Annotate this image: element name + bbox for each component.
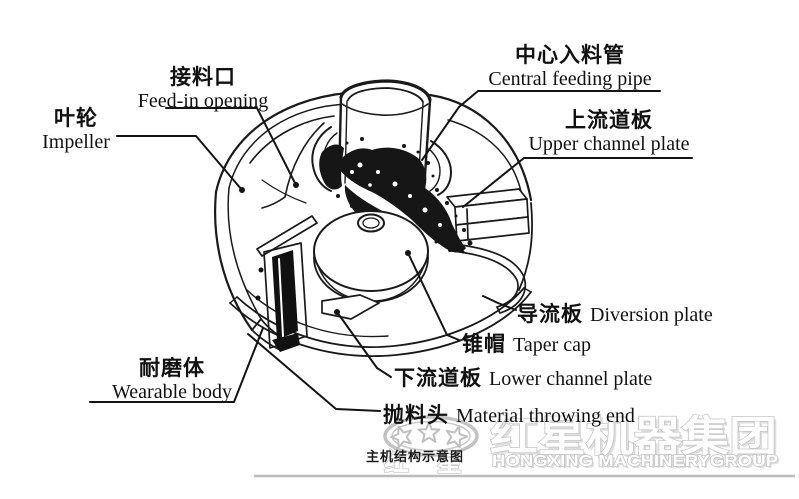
label-en: Upper channel plate bbox=[528, 133, 690, 155]
label-en: Feed-in opening bbox=[137, 90, 269, 112]
label-wearable-body: 耐磨体 Wearable body bbox=[102, 357, 242, 403]
badge-text-zh: 红星 bbox=[384, 448, 490, 477]
label-taper-cap: 锥帽 Taper cap bbox=[462, 328, 591, 358]
label-zh: 耐磨体 bbox=[139, 357, 205, 380]
label-zh: 上流道板 bbox=[565, 109, 653, 132]
label-impeller: 叶轮 Impeller bbox=[36, 107, 116, 153]
brand-text-en: HONGXING MACHINERYGROUP bbox=[492, 453, 778, 470]
star-icon bbox=[445, 425, 468, 449]
label-en: Taper cap bbox=[513, 334, 591, 356]
diversion-plate-shape bbox=[451, 243, 527, 314]
label-zh: 导流板 bbox=[517, 303, 583, 326]
watermark-logo: 红星机器集团 红星机器集团 HONGXING MACHINERYGROUP HO… bbox=[254, 412, 795, 478]
leader-central-feeding-pipe bbox=[421, 90, 661, 161]
leader-dot bbox=[239, 187, 245, 193]
label-en: Central feeding pipe bbox=[488, 68, 652, 90]
leader-dot bbox=[405, 250, 411, 256]
brand-text-zh: 红星机器集团 bbox=[490, 413, 777, 460]
leader-upper-channel-plate bbox=[462, 157, 693, 208]
feed-opening-interior bbox=[249, 115, 335, 209]
leader-dot bbox=[334, 309, 340, 315]
leader-lower-channel-plate bbox=[336, 311, 392, 378]
label-en: Wearable body bbox=[112, 381, 232, 403]
label-en: Lower channel plate bbox=[489, 368, 653, 390]
upper-channel-plate-shape bbox=[446, 188, 530, 242]
leader-taper-cap bbox=[407, 252, 460, 341]
pipe-collar bbox=[311, 126, 452, 196]
leader-lines bbox=[89, 90, 693, 412]
leader-wearable-body bbox=[89, 327, 264, 403]
machine-body bbox=[214, 79, 533, 357]
brand-subtext-shadow: HONGXING MACHINERYGROUP bbox=[494, 455, 780, 472]
leader-impeller bbox=[116, 135, 243, 191]
label-lower-channel-plate: 下流道板 Lower channel plate bbox=[394, 362, 652, 392]
label-en: Diversion plate bbox=[590, 304, 713, 326]
label-zh: 叶轮 bbox=[54, 107, 98, 130]
label-upper-channel-plate: 上流道板 Upper channel plate bbox=[524, 109, 694, 155]
speckle-holes bbox=[350, 162, 442, 227]
taper-cap-disc bbox=[313, 210, 429, 320]
label-diversion-plate: 导流板 Diversion plate bbox=[517, 298, 713, 328]
leader-material-throwing-end bbox=[247, 333, 381, 412]
star-icon bbox=[390, 425, 412, 449]
brand-text-shadow: 红星机器集团 bbox=[493, 416, 780, 463]
label-zh: 锥帽 bbox=[462, 333, 506, 356]
diagram-caption: 主机结构示意图 bbox=[366, 449, 465, 464]
leader-diversion-plate bbox=[482, 295, 517, 311]
label-central-feeding-pipe: 中心入料管 Central feeding pipe bbox=[478, 44, 662, 90]
label-zh: 中心入料管 bbox=[515, 44, 625, 67]
label-zh: 抛料头 bbox=[383, 404, 449, 427]
label-feed-in-opening: 接料口 Feed-in opening bbox=[136, 66, 270, 112]
label-zh: 下流道板 bbox=[394, 367, 482, 390]
lower-channel-plate-shape bbox=[321, 294, 380, 320]
leader-feed-in-opening bbox=[165, 107, 297, 186]
wearable-body-shape bbox=[255, 242, 308, 352]
leader-dot bbox=[293, 182, 299, 188]
label-material-throwing-end: 抛料头 Material throwing end bbox=[383, 399, 635, 429]
drum-shell bbox=[214, 90, 533, 351]
star-icon bbox=[417, 421, 441, 443]
impeller-top-plate bbox=[256, 215, 318, 257]
label-zh: 接料口 bbox=[170, 66, 236, 89]
label-en: Material throwing end bbox=[456, 405, 635, 427]
label-en: Impeller bbox=[42, 131, 110, 153]
